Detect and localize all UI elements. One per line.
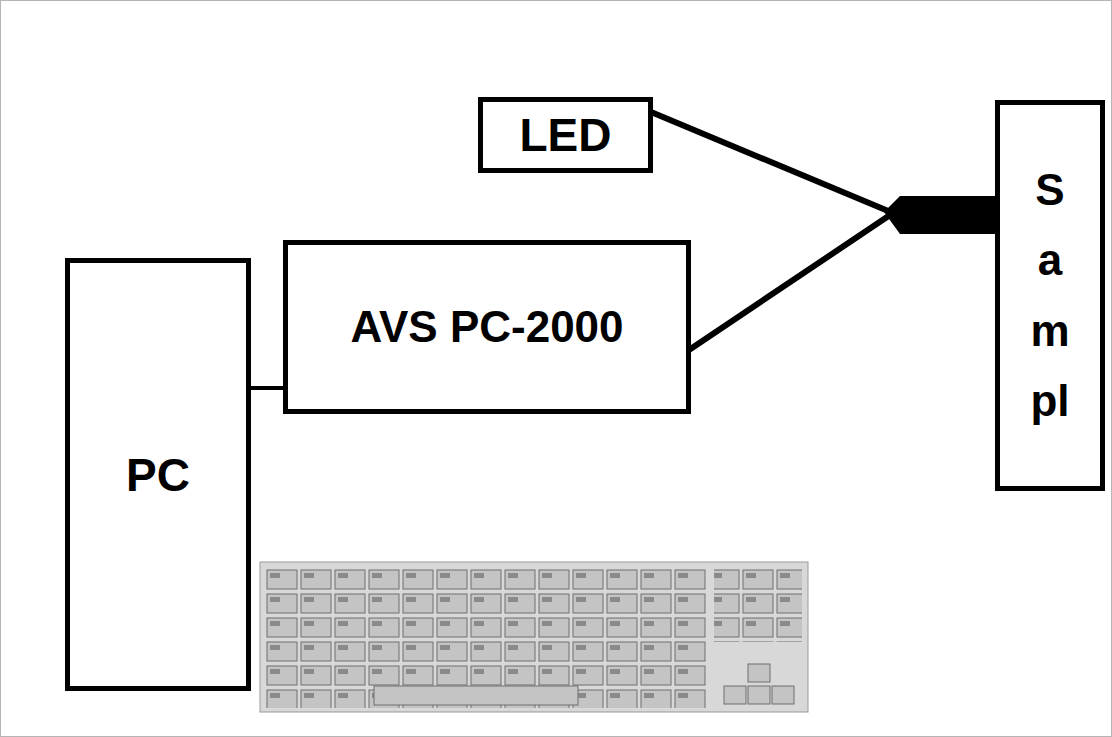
cable-line [249,386,285,390]
device-label: LED [520,108,612,162]
device-box: AVS PC-2000 [283,240,691,414]
device-label: AVS PC-2000 [350,302,623,352]
cable-line [689,213,997,350]
device-box: Sampl [995,100,1105,491]
device-box: PC [65,258,251,691]
cable-line [651,112,997,213]
keyboard-illustration [260,562,808,712]
device-label: Sampl [1028,155,1072,437]
device-label: PC [126,448,190,502]
device-box: LED [478,97,653,173]
